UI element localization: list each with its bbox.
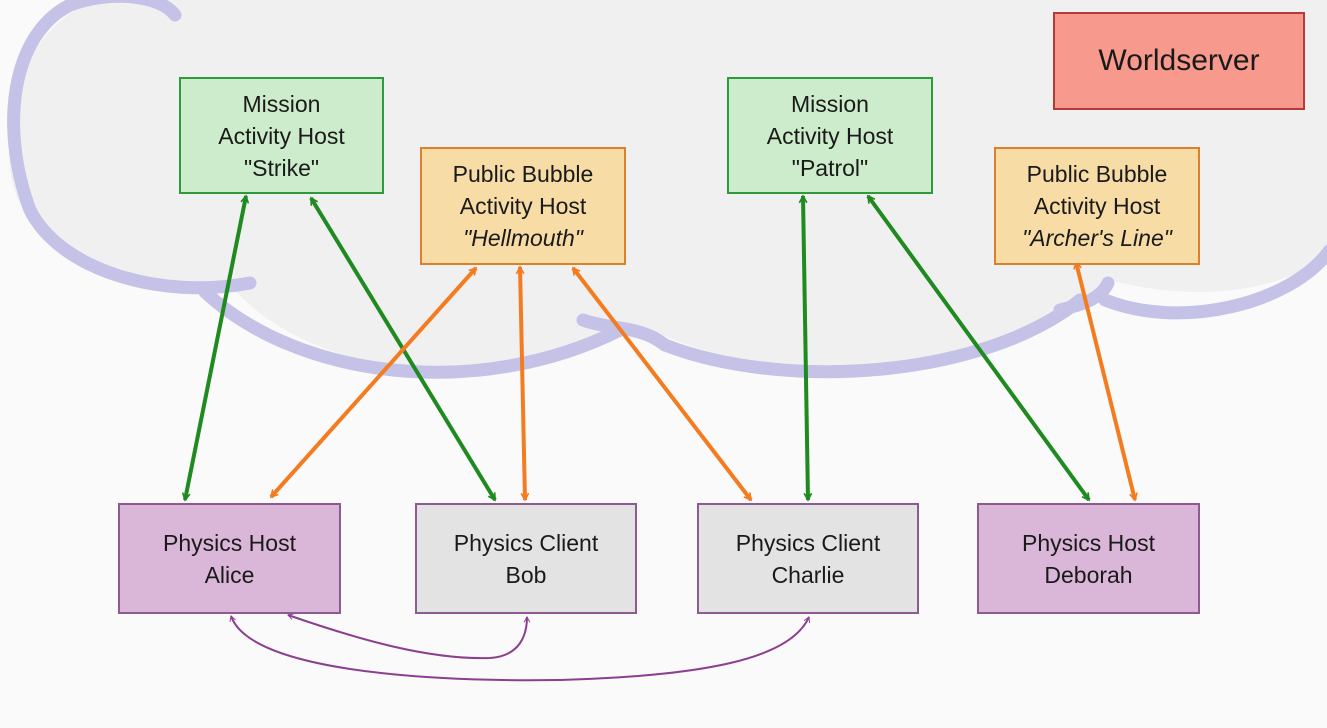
bubble-host-archers-line: Public Bubble Activity Host "Archer's Li… bbox=[994, 147, 1200, 265]
link-arrow-hellmouth-bob bbox=[520, 267, 525, 500]
physics-host-alice: Physics Host Alice bbox=[118, 503, 341, 614]
physics-host-deborah: Physics Host Deborah bbox=[977, 503, 1200, 614]
link-arrow-archers-deborah bbox=[1076, 262, 1135, 500]
link-arrow-hellmouth-charlie bbox=[571, 268, 753, 500]
physics-client-bob: Physics Client Bob bbox=[415, 503, 637, 614]
link-arrow-patrol-charlie bbox=[803, 196, 808, 500]
physics-client-charlie: Physics Client Charlie bbox=[697, 503, 919, 614]
link-arrow-strike-alice bbox=[185, 196, 246, 500]
bubble-host-hellmouth: Public Bubble Activity Host "Hellmouth" bbox=[420, 147, 626, 265]
worldserver-label: Worldserver bbox=[1053, 12, 1305, 110]
link-arrow-alice-charlie bbox=[229, 615, 811, 682]
mission-host-patrol: Mission Activity Host "Patrol" bbox=[727, 77, 933, 194]
link-arrow-patrol-deborah bbox=[866, 196, 1091, 500]
mission-host-strike: Mission Activity Host "Strike" bbox=[179, 77, 384, 194]
link-arrow-alice-bob bbox=[287, 613, 531, 660]
link-arrow-hellmouth-alice bbox=[269, 266, 478, 499]
